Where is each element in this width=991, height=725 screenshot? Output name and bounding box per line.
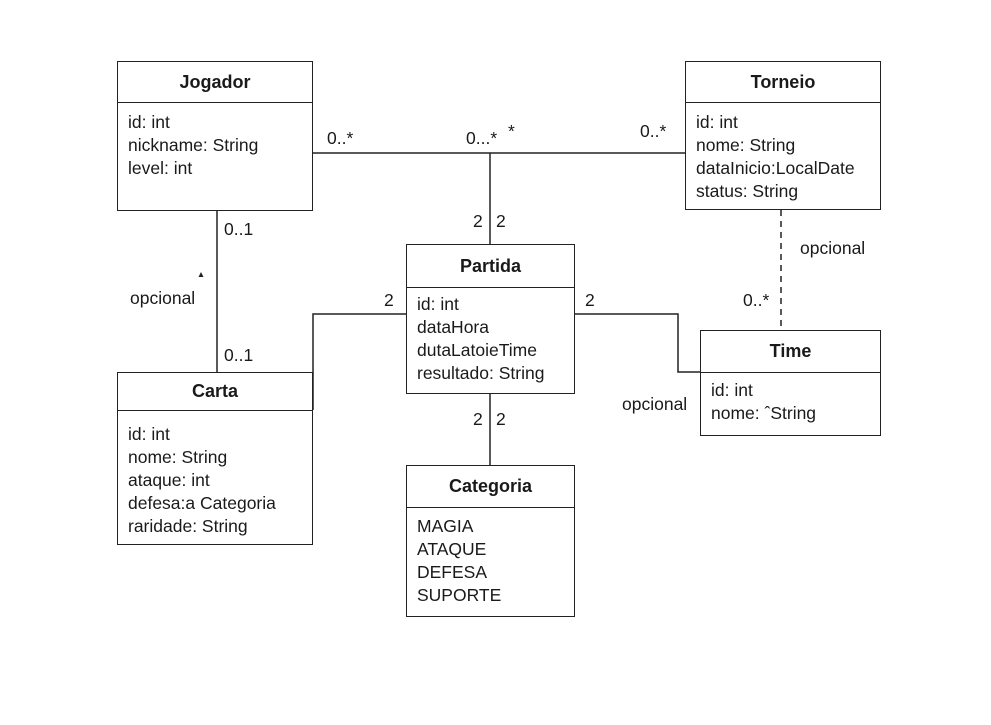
class-attributes: id: int nome: ˆString <box>701 373 880 425</box>
association-label-jogador-carta: opcional <box>130 288 196 308</box>
attribute: dataInicio:LocalDate <box>696 158 855 178</box>
attribute: nickname: String <box>128 135 259 155</box>
multiplicity-carta-partida: 2 <box>384 290 394 310</box>
class-jogador[interactable]: Jogador id: int nickname: String level: … <box>117 61 313 211</box>
enum-literal: MAGIA <box>417 516 474 536</box>
association-label-torneio-time: opcional <box>800 238 866 258</box>
attribute: id: int <box>128 424 170 444</box>
carta-partida-line <box>312 313 406 410</box>
attribute: nome: String <box>128 447 228 467</box>
class-attributes: MAGIA ATAQUE DEFESA SUPORTE <box>407 508 574 607</box>
attribute: id: int <box>417 294 459 314</box>
multiplicity-partida-categoria-b: 2 <box>496 409 506 429</box>
enum-literal: ATAQUE <box>417 539 487 559</box>
attribute: id: int <box>696 112 738 132</box>
enum-literal: SUPORTE <box>417 585 502 605</box>
class-categoria[interactable]: Categoria MAGIA ATAQUE DEFESA SUPORTE <box>406 465 575 617</box>
class-name: Jogador <box>118 62 312 103</box>
attribute: nome: String <box>696 135 796 155</box>
multiplicity-jogador-carta-bottom: 0..1 <box>224 345 254 365</box>
class-name: Categoria <box>407 466 574 508</box>
multiplicity-partida-categoria-a: 2 <box>473 409 483 429</box>
attribute: dataHora <box>417 317 489 337</box>
class-time[interactable]: Time id: int nome: ˆString <box>700 330 881 436</box>
multiplicity-jogador-torneio-mid: 0...* <box>466 128 498 148</box>
attribute: defesa:a Categoria <box>128 493 276 513</box>
attribute: raridade: String <box>128 516 248 536</box>
enum-literal: DEFESA <box>417 562 488 582</box>
class-attributes: id: int nome: String dataInicio:LocalDat… <box>686 103 880 203</box>
multiplicity-partida-top-b: 2 <box>496 211 506 231</box>
class-name: Carta <box>118 373 312 411</box>
attribute: resultado: String <box>417 363 545 383</box>
attribute: id: int <box>128 112 170 132</box>
class-name: Torneio <box>686 62 880 103</box>
class-torneio[interactable]: Torneio id: int nome: String dataInicio:… <box>685 61 881 210</box>
navigation-arrow-icon <box>198 272 204 277</box>
multiplicity-jogador-torneio-left: 0..* <box>327 128 354 148</box>
attribute: dutaLatoieTime <box>417 340 537 360</box>
multiplicity-jogador-carta-top: 0..1 <box>224 219 254 239</box>
attribute: status: String <box>696 181 799 201</box>
class-name: Partida <box>407 245 574 288</box>
multiplicity-partida-top-a: 2 <box>473 211 483 231</box>
multiplicity-partida-time: 2 <box>585 290 595 310</box>
multiplicity-torneio-time: 0..* <box>743 290 770 310</box>
attribute: id: int <box>711 380 753 400</box>
class-attributes: id: int nome: String ataque: int defesa:… <box>118 411 312 538</box>
attribute: nome: ˆString <box>711 403 817 423</box>
association-label-partida-time: opcional <box>622 394 688 414</box>
class-partida[interactable]: Partida id: int dataHora dutaLatoieTime … <box>406 244 575 394</box>
class-attributes: id: int nickname: String level: int <box>118 103 312 180</box>
partida-time-line <box>575 313 700 373</box>
class-carta[interactable]: Carta id: int nome: String ataque: int d… <box>117 372 313 545</box>
multiplicity-jogador-torneio-right: 0..* <box>640 121 667 141</box>
class-name: Time <box>701 331 880 373</box>
multiplicity-jogador-torneio-star: * <box>508 121 515 141</box>
class-attributes: id: int dataHora dutaLatoieTime resultad… <box>407 288 574 385</box>
attribute: level: int <box>128 158 193 178</box>
attribute: ataque: int <box>128 470 210 490</box>
